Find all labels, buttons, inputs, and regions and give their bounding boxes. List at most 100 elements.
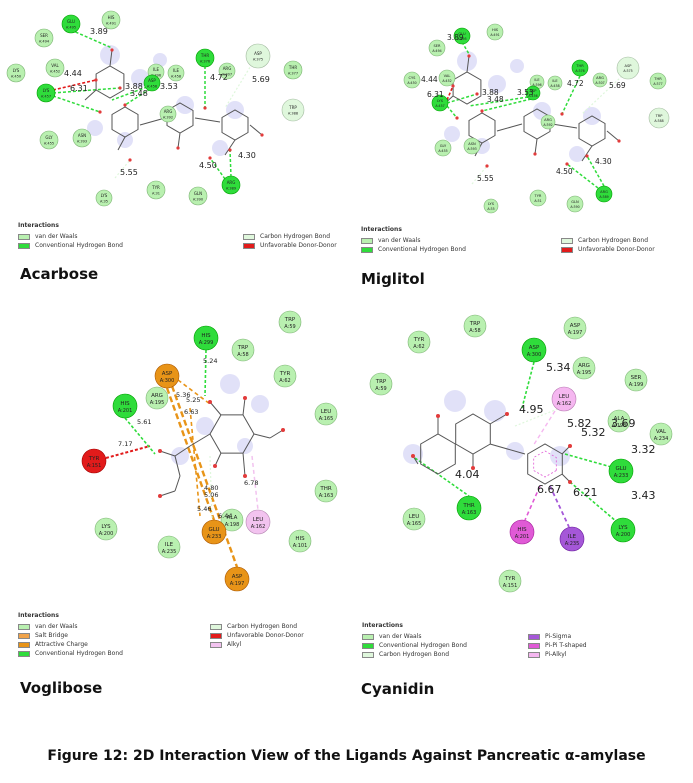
interaction-line xyxy=(561,75,581,115)
ligand-bond xyxy=(177,132,181,149)
residue-disc xyxy=(193,325,219,351)
solvent-accessibility-halo xyxy=(171,447,189,465)
residue-number: A:35 xyxy=(100,200,108,204)
residue-name: LYS xyxy=(618,525,628,531)
legend-swatch xyxy=(18,641,30,648)
solvent-accessibility-halo xyxy=(488,75,506,93)
residue-disc xyxy=(45,58,65,78)
miglitol-legend: Interactions van der Waals Conventional … xyxy=(361,226,681,261)
ligand-ring xyxy=(420,433,456,475)
oxygen-atom xyxy=(110,48,114,52)
residue-number: A:388 xyxy=(288,112,298,116)
interaction-line xyxy=(521,361,535,409)
ligand-bond xyxy=(139,117,166,126)
residue-disc xyxy=(281,98,305,122)
residue-number: A:307 xyxy=(222,73,232,77)
oxygen-atom xyxy=(475,92,479,96)
residue-number: A:389 xyxy=(599,195,608,199)
residue-number: A:376 xyxy=(575,69,584,73)
residue-disc xyxy=(143,74,161,92)
voglibose-interaction-diagram: HISA:299TRPA:59TRPA:58TYRA:62ASPA:300HIS… xyxy=(81,310,338,592)
ligand-name-cyanidin: Cyanidin xyxy=(361,680,435,698)
distance-label: 3.48 xyxy=(487,95,504,104)
residue-disc xyxy=(402,507,426,531)
residue-name: ASP xyxy=(625,64,633,68)
residue-number: A:458 xyxy=(171,75,181,79)
residue-disc xyxy=(218,62,236,80)
residue-name: ILE xyxy=(552,79,558,83)
residue-number: A:62 xyxy=(279,378,290,384)
residue-disc xyxy=(278,310,302,334)
oxygen-atom xyxy=(281,428,285,432)
ligand-bond xyxy=(189,433,211,447)
residue-number: A:233 xyxy=(614,473,629,479)
residue-name: THR xyxy=(653,77,662,81)
residue-number: A:197 xyxy=(230,581,245,587)
residue-name: GLU xyxy=(615,466,626,472)
oxygen-atom xyxy=(213,464,217,468)
legend-label: Conventional Hydrogen Bond xyxy=(35,242,123,249)
residue-name: SER xyxy=(631,375,642,381)
interaction-line xyxy=(170,385,239,568)
legend-title: Interactions xyxy=(361,226,402,233)
ligand-bond xyxy=(194,117,221,123)
aromatic-ring-marker xyxy=(533,450,557,478)
residue-disc xyxy=(438,69,456,87)
oxygen-atom xyxy=(455,116,459,120)
residue-number: A:31 xyxy=(534,199,541,203)
legend-swatch xyxy=(18,233,30,240)
residue-name: TRP xyxy=(469,321,481,327)
oxygen-atom xyxy=(208,156,212,160)
legend-swatch xyxy=(561,246,573,253)
residue-disc xyxy=(608,458,634,484)
ligand-bond xyxy=(174,455,181,477)
residue-disc xyxy=(563,316,587,340)
residue-disc xyxy=(245,43,271,69)
residue-number: A:456 xyxy=(528,94,537,98)
oxygen-atom xyxy=(467,54,471,58)
residue-disc xyxy=(273,364,297,388)
residue-number: A:201 xyxy=(118,408,133,414)
acarbose-interaction-diagram: GLUA:495HISA:491SERA:494VALA:452LYSA:450… xyxy=(6,10,305,207)
legend-label: van der Waals xyxy=(378,237,421,244)
oxygen-atom xyxy=(243,474,247,478)
residue-number: A:491 xyxy=(106,22,116,26)
ligand-bond xyxy=(551,123,578,129)
legend-label: van der Waals xyxy=(379,633,422,640)
residue-number: A:101 xyxy=(293,543,308,549)
solvent-accessibility-halo xyxy=(457,51,477,71)
legend-label: Carbon Hydrogen Bond xyxy=(260,233,331,240)
legend-label: Carbon Hydrogen Bond xyxy=(578,237,649,244)
residue-name: GLN xyxy=(194,191,202,196)
interaction-line xyxy=(52,87,121,94)
legend-swatch xyxy=(528,633,540,640)
oxygen-atom xyxy=(451,84,455,88)
distance-label: 3.89 xyxy=(447,33,464,42)
residue-name: ASP xyxy=(148,78,156,83)
residue-number: A:491 xyxy=(490,33,499,37)
oxygen-atom xyxy=(123,103,127,107)
residue-number: A:450 xyxy=(11,75,21,79)
interaction-line xyxy=(514,407,561,427)
legend-swatch xyxy=(243,242,255,249)
residue-number: A:300 xyxy=(527,352,542,358)
residue-number: A:201 xyxy=(515,534,530,540)
distance-label: 5.46 xyxy=(197,505,211,513)
oxygen-atom xyxy=(480,109,484,113)
